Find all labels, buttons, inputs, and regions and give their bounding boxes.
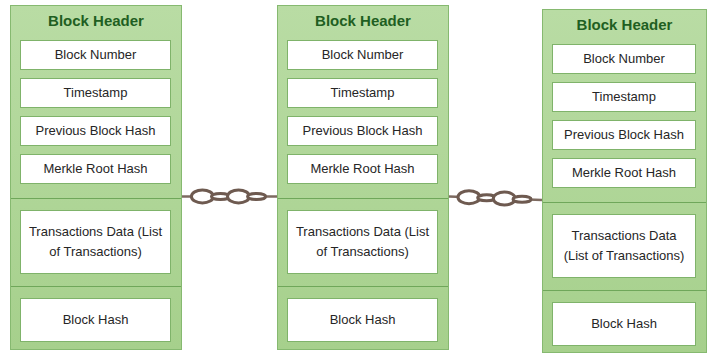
field-label: Timestamp [331, 83, 395, 103]
field-label: Block Number [55, 45, 137, 65]
field-box: Merkle Root Hash [287, 154, 438, 184]
field-box: Timestamp [20, 78, 171, 108]
separator-line [543, 290, 706, 291]
block-heading: Block Header [11, 12, 181, 29]
field-box: Merkle Root Hash [20, 154, 171, 184]
field-box: Transactions Data (List of Transactions) [287, 210, 438, 274]
block-box: Block HeaderBlock NumberTimestampPreviou… [542, 9, 707, 353]
field-label: Transactions Data (List of Transactions) [559, 226, 689, 266]
field-label: Previous Block Hash [36, 121, 156, 141]
field-box: Timestamp [287, 78, 438, 108]
field-label: Merkle Root Hash [43, 159, 147, 179]
chain-connector [449, 191, 542, 205]
field-label: Block Hash [330, 310, 396, 330]
field-box: Block Number [552, 44, 696, 74]
block-heading: Block Header [278, 12, 448, 29]
field-box: Timestamp [552, 82, 696, 112]
field-box: Block Hash [552, 302, 696, 346]
separator-line [278, 286, 448, 287]
field-label: Merkle Root Hash [310, 159, 414, 179]
field-label: Timestamp [64, 83, 128, 103]
chain-link [248, 193, 266, 199]
field-label: Timestamp [592, 87, 656, 107]
field-box: Previous Block Hash [552, 120, 696, 150]
block-box: Block HeaderBlock NumberTimestampPreviou… [10, 5, 182, 350]
field-box: Previous Block Hash [287, 116, 438, 146]
field-label: Block Number [322, 45, 404, 65]
field-box: Block Number [287, 40, 438, 70]
separator-line [11, 286, 181, 287]
block-box: Block HeaderBlock NumberTimestampPreviou… [277, 5, 449, 350]
field-label: Previous Block Hash [564, 125, 684, 145]
field-label: Transactions Data (List of Transactions) [294, 222, 431, 262]
chain-link [513, 196, 531, 202]
field-label: Transactions Data (List of Transactions) [27, 222, 164, 262]
block-heading: Block Header [543, 16, 706, 33]
field-label: Block Hash [63, 310, 129, 330]
field-box: Transactions Data (List of Transactions) [552, 214, 696, 278]
field-label: Block Number [583, 49, 665, 69]
field-label: Block Hash [591, 314, 657, 334]
field-box: Block Hash [287, 298, 438, 342]
chain-connector [182, 190, 277, 203]
field-box: Merkle Root Hash [552, 158, 696, 188]
separator-line [543, 202, 706, 203]
field-label: Previous Block Hash [303, 121, 423, 141]
field-label: Merkle Root Hash [572, 163, 676, 183]
field-box: Previous Block Hash [20, 116, 171, 146]
separator-line [11, 198, 181, 199]
separator-line [278, 198, 448, 199]
field-box: Block Hash [20, 298, 171, 342]
field-box: Transactions Data (List of Transactions) [20, 210, 171, 274]
field-box: Block Number [20, 40, 171, 70]
